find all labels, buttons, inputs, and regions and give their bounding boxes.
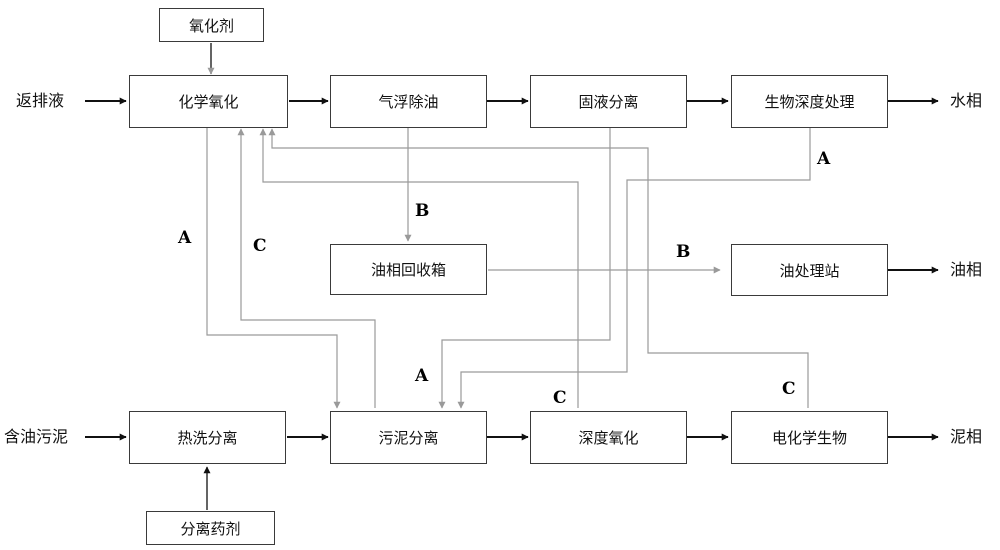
sludge-separation-label: 污泥分离 [378, 429, 439, 447]
line-c-sludge-to-chem [237, 128, 376, 408]
oil-recovery-tank-label: 油相回收箱 [370, 261, 446, 279]
electrochemical-bio-label: 电化学生物 [771, 429, 847, 447]
output-sludge-phase: 泥相 [950, 427, 983, 446]
line-a-bio-to-sludge [457, 128, 811, 409]
line-a-chem-to-sludge [206, 128, 341, 409]
bio-deep-treatment-label: 生物深度处理 [764, 93, 855, 111]
line-c-deepox-to-chem [259, 128, 579, 408]
bio-deep-treatment-box: 生物深度处理 [731, 75, 888, 128]
sludge-separation-box: 污泥分离 [330, 411, 487, 464]
stream-label-c-right: C [782, 379, 796, 399]
line-c-electro-to-chem [268, 128, 809, 408]
chemical-oxidation-box: 化学氧化 [129, 75, 288, 128]
stream-label-a-right-top: A [817, 149, 831, 169]
stream-label-a-mid: A [415, 366, 429, 386]
hot-wash-separation-label: 热洗分离 [177, 429, 238, 447]
stream-label-c-mid: C [553, 388, 567, 408]
deep-oxidation-label: 深度氧化 [578, 429, 639, 447]
line-a-solid-to-sludge [438, 128, 611, 409]
solid-liquid-separation-label: 固液分离 [578, 93, 639, 111]
air-flotation-box: 气浮除油 [330, 75, 487, 128]
oxidant-box: 氧化剂 [159, 8, 264, 42]
chemical-oxidation-label: 化学氧化 [178, 93, 239, 111]
input-oily-sludge: 含油污泥 [4, 427, 69, 446]
air-flotation-label: 气浮除油 [378, 93, 439, 111]
hot-wash-separation-box: 热洗分离 [129, 411, 286, 464]
stream-label-b-right: B [676, 242, 691, 262]
deep-oxidation-box: 深度氧化 [530, 411, 687, 464]
oxidant-label: 氧化剂 [188, 16, 234, 35]
oil-treatment-station-box: 油处理站 [731, 244, 888, 296]
output-water-phase: 水相 [950, 91, 983, 110]
stream-label-b-top: B [415, 201, 430, 221]
solid-liquid-separation-box: 固液分离 [530, 75, 687, 128]
output-oil-phase: 油相 [950, 260, 983, 279]
electrochemical-bio-box: 电化学生物 [731, 411, 888, 464]
stream-label-c-left: C [253, 236, 267, 256]
separation-agent-box: 分离药剂 [146, 511, 275, 545]
oil-treatment-station-label: 油处理站 [779, 261, 840, 280]
stream-label-a-left: A [178, 228, 192, 248]
oil-recovery-tank-box: 油相回收箱 [330, 244, 487, 295]
input-flowback-fluid: 返排液 [16, 91, 65, 110]
separation-agent-label: 分离药剂 [180, 519, 241, 538]
